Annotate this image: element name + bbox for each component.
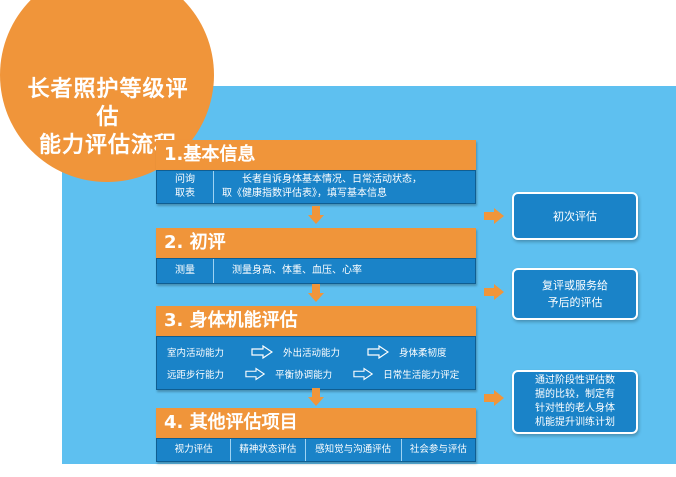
side-box-plan: 通过阶段性评估数 据的比较，制定有 针对性的老人身体 机能提升训练计划: [512, 370, 638, 434]
side-line: 通过阶段性评估数: [535, 375, 615, 386]
label-line: 取表: [175, 188, 195, 199]
evaluation-cells: 视力评估 精神状态评估 感知觉与沟通评估 社会参与评估: [157, 439, 475, 461]
title-line-1: 长者照护等级评估: [27, 77, 189, 130]
side-line: 机能提升训练计划: [535, 417, 615, 428]
text-line: 取《健康指数评估表》，填写基本信息: [222, 188, 387, 199]
side-line: 予后的评估: [547, 296, 603, 309]
side-box-review: 复评或服务给 予后的评估: [512, 268, 638, 320]
row-label: 测量: [157, 259, 214, 283]
flow-row-2: 远距步行能力 平衡协调能力 日常生活能力评定: [157, 363, 475, 385]
outline-arrow-right-icon: [245, 367, 266, 381]
arrow-right-icon: [484, 284, 504, 300]
info-row: 问询 取表 长者自诉身体基本情况、日常活动状态， 取《健康指数评估表》，填写基本…: [157, 171, 475, 203]
arrow-down-icon: [308, 284, 324, 302]
evaluation-cell: 感知觉与沟通评估: [306, 439, 402, 461]
section-basic-info: 1.基本信息 问询 取表 长者自诉身体基本情况、日常活动状态， 取《健康指数评估…: [156, 140, 476, 204]
outline-arrow-right-icon: [353, 367, 374, 381]
section-heading: 1.基本信息: [156, 140, 476, 170]
flow-item: 远距步行能力: [167, 370, 225, 381]
section-heading: 2. 初评: [156, 228, 476, 258]
evaluation-cell: 精神状态评估: [231, 439, 306, 461]
evaluation-cell: 视力评估: [157, 439, 232, 461]
row-text: 测量身高、体重、血压、心率: [232, 265, 362, 276]
side-line: 针对性的老人身体: [535, 403, 615, 414]
arrow-down-icon: [308, 206, 324, 224]
info-row: 测量 测量身高、体重、血压、心率: [157, 259, 475, 283]
row-label: 问询 取表: [157, 171, 214, 203]
section-heading: 3. 身体机能评估: [156, 306, 476, 336]
section-body: 视力评估 精神状态评估 感知觉与沟通评估 社会参与评估: [156, 438, 476, 462]
section-physical-function: 3. 身体机能评估 室内活动能力 外出活动能力 身体柔韧度 远距步行能力 平衡协…: [156, 306, 476, 390]
section-body: 问询 取表 长者自诉身体基本情况、日常活动状态， 取《健康指数评估表》，填写基本…: [156, 170, 476, 204]
side-box-text: 通过阶段性评估数 据的比较，制定有 针对性的老人身体 机能提升训练计划: [535, 374, 615, 430]
arrow-right-icon: [484, 208, 504, 224]
side-box-text: 初次评估: [553, 209, 597, 223]
section-other-evaluations: 4. 其他评估项目 视力评估 精神状态评估 感知觉与沟通评估 社会参与评估: [156, 408, 476, 462]
side-box-text: 复评或服务给 予后的评估: [542, 277, 608, 311]
side-line: 据的比较，制定有: [535, 389, 615, 400]
section-body: 测量 测量身高、体重、血压、心率: [156, 258, 476, 284]
flow-item: 平衡协调能力: [275, 370, 333, 381]
flow-item: 外出活动能力: [283, 348, 341, 359]
flow-row-1: 室内活动能力 外出活动能力 身体柔韧度: [157, 341, 475, 363]
label-line: 问询: [175, 174, 195, 185]
side-line: 复评或服务给: [542, 279, 608, 292]
evaluation-cell: 社会参与评估: [409, 444, 467, 455]
flow-item: 身体柔韧度: [399, 348, 447, 359]
flow-item: 室内活动能力: [167, 348, 225, 359]
section-initial-evaluation: 2. 初评 测量 测量身高、体重、血压、心率: [156, 228, 476, 284]
flow-item: 日常生活能力评定: [383, 370, 460, 381]
section-body: 室内活动能力 外出活动能力 身体柔韧度 远距步行能力 平衡协调能力 日常生活能力…: [156, 336, 476, 390]
row-text: 长者自诉身体基本情况、日常活动状态， 取《健康指数评估表》，填写基本信息: [214, 171, 475, 203]
section-heading: 4. 其他评估项目: [156, 408, 476, 438]
arrow-down-icon: [308, 388, 324, 406]
arrow-right-icon: [484, 390, 504, 406]
diagram-title: 长者照护等级评估 能力评估流程: [18, 76, 198, 160]
text-line: 长者自诉身体基本情况、日常活动状态，: [242, 174, 422, 185]
outline-arrow-right-icon: [251, 345, 273, 359]
outline-arrow-right-icon: [367, 345, 389, 359]
side-box-initial: 初次评估: [512, 192, 638, 240]
title-line-2: 能力评估流程: [38, 133, 177, 158]
